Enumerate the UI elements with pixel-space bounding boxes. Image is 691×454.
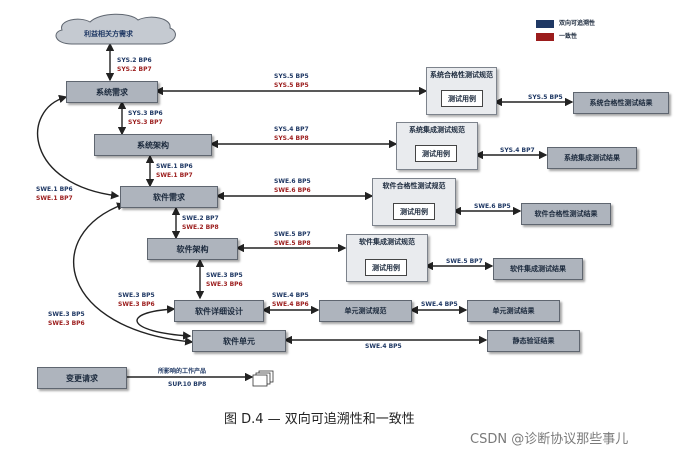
figure-caption: 图 D.4 — 双向可追溯性和一致性 [224,412,415,427]
sw-qual-spec-title: 软件合格性测试规范 [382,182,446,190]
legend-bidirectional-label: 双向可追溯性 [559,20,596,27]
sw-qual-spec: 软件合格性测试规范 测试用例 [372,178,456,226]
label-swe2-bp8: SWE.2 BP8 [182,224,219,231]
watermark: CSDN @诊断协议那些事儿 [470,432,629,447]
sw-int-result: 软件集成测试结果 [493,258,583,280]
sw-qual-result: 软件合格性测试结果 [521,203,611,225]
label-sys4-bp7-a: SYS.4 BP7 [274,126,309,133]
sw-int-test-case: 测试用例 [365,259,407,276]
label-sys3-bp7: SYS.3 BP7 [128,119,163,126]
legend-bidirectional-swatch [536,20,554,28]
label-swe6-bp6: SWE.6 BP6 [274,187,311,194]
label-swe4-bp6: SWE.4 BP6 [272,301,309,308]
software-requirements-box: 软件需求 [120,186,218,208]
legend-consistency-swatch [536,33,554,41]
label-swe4-bp5-b: SWE.4 BP5 [421,301,458,308]
label-swe5-bp8: SWE.5 BP8 [274,240,311,247]
software-architecture-box: 软件架构 [147,238,238,260]
sw-qual-test-case: 测试用例 [393,203,435,220]
label-sys4-bp8: SYS.4 BP8 [274,135,309,142]
sw-int-spec: 软件集成测试规范 测试用例 [346,234,428,282]
label-affected-work-products: 所影响的工作产品 [158,368,207,375]
system-architecture-box: 系统架构 [94,134,212,156]
label-sys2-bp6: SYS.2 BP6 [117,57,152,64]
unit-test-spec-box: 单元测试规范 [319,300,412,322]
sys-int-result: 系统集成测试结果 [547,147,637,169]
sw-int-spec-title: 软件集成测试规范 [359,238,415,246]
sys-int-spec-title: 系统集成测试规范 [409,126,465,134]
label-sys3-bp6: SYS.3 BP6 [128,110,163,117]
label-swe1-bp6-vertical: SWE.1 BP6 [156,163,193,170]
label-swe6-bp5-b: SWE.6 BP5 [474,203,511,210]
sys-qual-test-case: 测试用例 [441,90,483,107]
label-swe3-bp6-middle: SWE.3 BP6 [118,301,155,308]
label-swe4-bp5-c: SWE.4 BP5 [365,343,402,350]
sys-qual-spec-title: 系统合格性测试规范 [430,71,493,79]
sys-qual-result: 系统合格性测试结果 [573,92,669,114]
label-swe6-bp5-a: SWE.6 BP5 [274,178,311,185]
label-swe3-bp5-vertical: SWE.3 BP5 [206,272,243,279]
label-swe1-bp7-left: SWE.1 BP7 [36,195,73,202]
label-swe5-bp7-b: SWE.5 BP7 [446,258,483,265]
label-swe3-bp6-left: SWE.3 BP6 [48,320,85,327]
static-verification-result-box: 静态验证结果 [487,330,580,352]
label-swe2-bp7: SWE.2 BP7 [182,215,219,222]
label-sys2-bp7: SYS.2 BP7 [117,66,152,73]
label-swe5-bp7-a: SWE.5 BP7 [274,231,311,238]
change-request-box: 变更请求 [37,367,127,389]
system-requirements-box: 系统需求 [66,81,158,103]
label-swe3-bp5-left: SWE.3 BP5 [48,311,85,318]
sys-int-test-case: 测试用例 [415,145,457,162]
label-swe3-bp5-middle: SWE.3 BP5 [118,292,155,299]
label-swe4-bp5-a: SWE.4 BP5 [272,292,309,299]
sys-int-spec: 系统集成测试规范 测试用例 [396,122,478,170]
unit-test-result-box: 单元测试结果 [467,300,560,322]
label-sys5-bp5-c: SYS.5 BP5 [528,94,563,101]
label-sys5-bp5-b: SYS.5 BP5 [274,82,309,89]
sys-qual-spec: 系统合格性测试规范 测试用例 [426,67,497,115]
label-swe1-bp6-left: SWE.1 BP6 [36,186,73,193]
label-swe3-bp6-vertical: SWE.3 BP6 [206,281,243,288]
label-sys5-bp5-a: SYS.5 BP5 [274,73,309,80]
label-swe1-bp7-vertical: SWE.1 BP7 [156,172,193,179]
label-sup10-bp8: SUP.10 BP8 [168,381,207,388]
software-detailed-design-box: 软件详细设计 [174,300,264,322]
legend-consistency-label: 一致性 [559,33,578,40]
label-sys4-bp7-b: SYS.4 BP7 [500,147,535,154]
stakeholder-requirements: 利益相关方需求 [84,30,133,38]
software-unit-box: 软件单元 [192,330,286,352]
